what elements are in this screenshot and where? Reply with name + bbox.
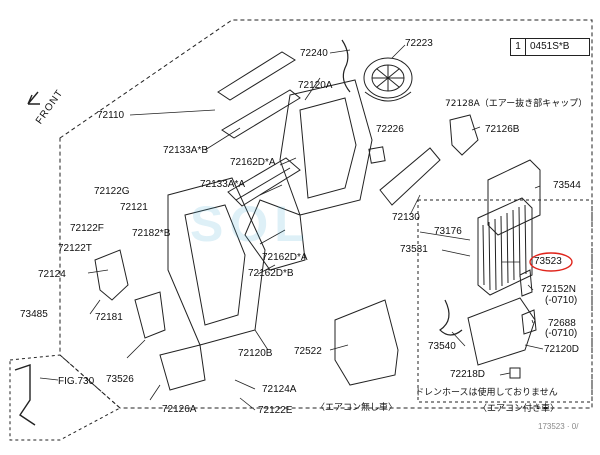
badge-code: 0451S*B bbox=[530, 41, 570, 52]
panel-72130 bbox=[379, 147, 441, 206]
part-72688 bbox=[521, 309, 537, 335]
part-label-72126b[interactable]: 72126B bbox=[485, 124, 520, 135]
reference-badge: 1 0451S*B bbox=[510, 38, 590, 56]
part-72218d bbox=[509, 367, 521, 379]
part-label-72130[interactable]: 72130 bbox=[392, 212, 420, 223]
part-label-72218d[interactable]: 72218D bbox=[450, 369, 486, 380]
highlight-ellipse bbox=[529, 252, 573, 272]
part-label-72182b[interactable]: 72182*B bbox=[132, 228, 171, 239]
footer-code: 173523 · 0/ bbox=[538, 422, 579, 431]
bracket-72126a bbox=[159, 344, 206, 391]
part-label-72124[interactable]: 72124 bbox=[38, 269, 66, 280]
plate-72181 bbox=[134, 291, 166, 339]
part-label-72162da-2[interactable]: 72162D*A bbox=[262, 252, 308, 263]
note-without-ac: 〈エアコン無し車〉 bbox=[316, 403, 398, 413]
part-label-72162da[interactable]: 72162D*A bbox=[230, 157, 276, 168]
watermark-text: SOL bbox=[190, 196, 311, 252]
part-label-fig730[interactable]: FIG.730 bbox=[58, 376, 95, 387]
evaporator bbox=[477, 197, 533, 296]
part-label-72133ab[interactable]: 72133A*B bbox=[163, 145, 209, 156]
part-label-72126a[interactable]: 72126A bbox=[162, 404, 197, 415]
heater-case bbox=[244, 79, 373, 271]
part-label-72124a[interactable]: 72124A bbox=[262, 384, 297, 395]
part-label-72110[interactable]: 72110 bbox=[97, 110, 125, 121]
part-72226 bbox=[368, 146, 386, 164]
filter-lower bbox=[227, 157, 301, 207]
part-label-72181[interactable]: 72181 bbox=[95, 312, 123, 323]
lever-72126b bbox=[449, 114, 479, 156]
part-label-72162db[interactable]: 72162D*B bbox=[248, 268, 294, 279]
filter-upper bbox=[217, 51, 301, 139]
note-drain-hose: ドレンホースは使用しておりません bbox=[415, 388, 558, 398]
part-label-73526[interactable]: 73526 bbox=[106, 374, 134, 385]
part-label-72226[interactable]: 72226 bbox=[376, 124, 404, 135]
part-label-73544[interactable]: 73544 bbox=[553, 180, 581, 191]
sensor-73540 bbox=[439, 299, 463, 336]
note-air-vent-cap: 72128A（エアー抜き部キャップ） bbox=[445, 99, 588, 109]
part-note-0710-b: (-0710) bbox=[545, 328, 578, 339]
wire-harness bbox=[341, 39, 351, 93]
note-with-ac: 〈エアコン付き車〉 bbox=[478, 404, 560, 414]
assembly-frame bbox=[59, 19, 593, 409]
cover-73544 bbox=[487, 159, 541, 236]
part-label-72122e[interactable]: 72122E bbox=[258, 405, 293, 416]
part-label-72240[interactable]: 72240 bbox=[300, 48, 328, 59]
part-label-73523[interactable]: 73523 bbox=[534, 256, 562, 267]
part-label-72223[interactable]: 72223 bbox=[405, 38, 433, 49]
part-label-72133aa[interactable]: 72133A*A bbox=[200, 179, 246, 190]
badge-number: 1 bbox=[511, 39, 526, 55]
part-label-72522[interactable]: 72522 bbox=[294, 346, 322, 357]
part-label-73531[interactable]: 73531 bbox=[400, 244, 428, 255]
part-label-73176[interactable]: 73176 bbox=[434, 226, 462, 237]
part-label-72688[interactable]: 72688 bbox=[548, 318, 576, 329]
part-label-72122f[interactable]: 72122F bbox=[70, 223, 104, 234]
bracket-72122f bbox=[94, 249, 129, 301]
tray-72120d bbox=[467, 297, 536, 366]
part-label-72121[interactable]: 72121 bbox=[120, 202, 148, 213]
harness-fig730 bbox=[14, 364, 36, 426]
part-label-73485[interactable]: 73485 bbox=[20, 309, 48, 320]
part-label-72152n[interactable]: 72152N bbox=[541, 284, 577, 295]
ac-group-frame bbox=[417, 199, 593, 403]
part-72152n bbox=[519, 269, 533, 297]
fig730-frame bbox=[9, 354, 121, 441]
front-arrow-icon bbox=[27, 91, 40, 105]
part-note-0710-a: (-0710) bbox=[545, 295, 578, 306]
leader-lines bbox=[39, 44, 544, 411]
part-label-72122g[interactable]: 72122G bbox=[94, 186, 130, 197]
blower-motor bbox=[363, 57, 413, 102]
part-label-72122t[interactable]: 72122T bbox=[58, 243, 92, 254]
cover-72522 bbox=[334, 299, 399, 386]
part-label-72120d[interactable]: 72120D bbox=[544, 344, 580, 355]
part-label-72120a[interactable]: 72120A bbox=[298, 80, 333, 91]
part-label-73540[interactable]: 73540 bbox=[428, 341, 456, 352]
part-label-72120b[interactable]: 72120B bbox=[238, 348, 273, 359]
